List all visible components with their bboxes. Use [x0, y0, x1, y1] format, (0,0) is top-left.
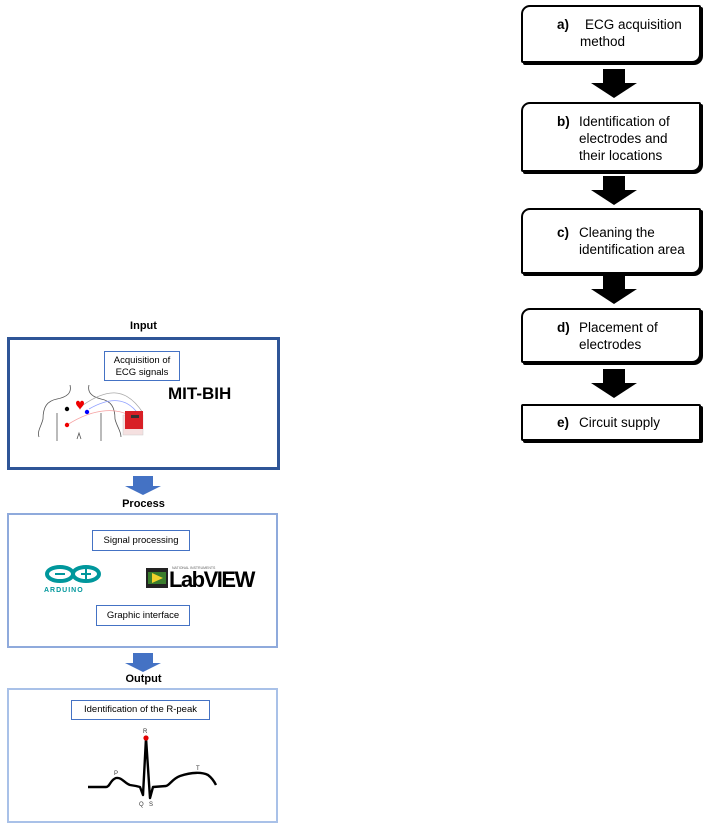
- step-c-text-2: identification area: [579, 242, 685, 257]
- step-c-text: Cleaning the: [579, 225, 655, 240]
- step-b-label: b): [557, 114, 570, 129]
- step-e-label: e): [557, 415, 570, 430]
- step-c-box: c) Cleaning the identification area: [521, 208, 701, 274]
- input-caption-line-1: Acquisition of: [113, 355, 171, 366]
- wave-label-r: R: [143, 729, 148, 735]
- process-title: Process: [122, 498, 165, 510]
- input-title: Input: [130, 320, 157, 332]
- step-b-box: b) Identification of electrodes and their…: [521, 102, 701, 172]
- step-d-text-2: electrodes: [579, 337, 642, 352]
- input-caption: Acquisition of ECG signals: [104, 351, 180, 381]
- arduino-text: ARDUINO: [44, 587, 84, 594]
- wave-label-q: Q: [139, 802, 144, 808]
- graphic-interface-caption: Graphic interface: [96, 605, 190, 626]
- step-c-label: c): [557, 225, 570, 240]
- step-a-text: ECG acquisition: [585, 17, 682, 32]
- labview-text: LabVIEW: [169, 567, 255, 592]
- labview-small-text: NATIONAL INSTRUMENTS: [172, 566, 216, 570]
- down-arrow-icon: [591, 176, 637, 205]
- down-arrow-icon: [125, 653, 161, 672]
- signal-processing-caption: Signal processing: [92, 530, 190, 551]
- output-title: Output: [125, 673, 162, 685]
- down-arrow-icon: [125, 476, 161, 495]
- step-d-label: d): [557, 320, 570, 335]
- step-a-box: a) ECG acquisition method: [521, 5, 701, 63]
- arduino-logo: ARDUINO: [44, 565, 104, 594]
- arduino-infinity-icon: [45, 565, 101, 583]
- r-peak-marker: [143, 735, 149, 741]
- step-a-text-2: method: [580, 34, 626, 49]
- labview-icon: [146, 568, 168, 588]
- step-b-text-2: electrodes and: [579, 131, 668, 146]
- dataset-label: MIT-BIH: [168, 384, 232, 403]
- step-d-text: Placement of: [579, 320, 658, 335]
- wave-label-p: P: [114, 771, 118, 777]
- step-e-text: Circuit supply: [579, 415, 661, 430]
- body-electrodes-illustration: [38, 385, 144, 441]
- step-a-label: a): [557, 17, 570, 32]
- down-arrow-icon: [591, 69, 637, 98]
- labview-logo: NATIONAL INSTRUMENTS LabVIEW: [146, 566, 258, 592]
- wave-label-t: T: [196, 766, 200, 772]
- down-arrow-icon: [591, 369, 637, 398]
- step-d-box: d) Placement of electrodes: [521, 308, 701, 363]
- step-b-text-3: their locations: [579, 148, 663, 163]
- step-b-text: Identification of: [579, 114, 670, 129]
- down-arrow-icon: [591, 275, 637, 304]
- r-peak-caption: Identification of the R-peak: [71, 700, 210, 720]
- wave-label-s: S: [149, 802, 153, 808]
- input-caption-line-2: ECG signals: [115, 367, 169, 378]
- step-e-box: e) Circuit supply: [521, 404, 701, 441]
- ecg-waveform: R P Q S T: [88, 729, 218, 808]
